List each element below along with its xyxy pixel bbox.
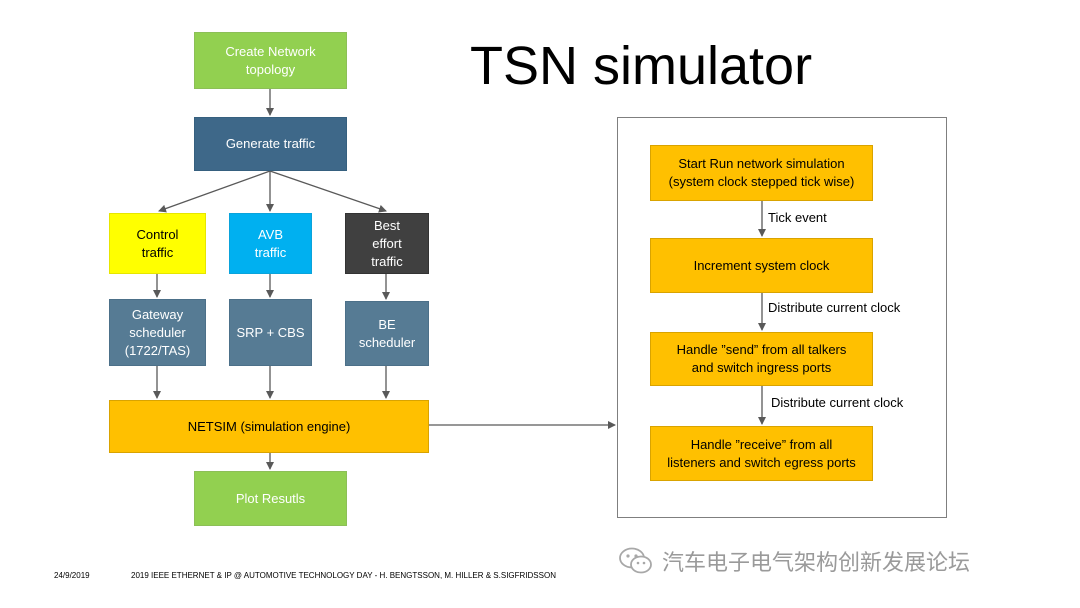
start-run-box: Start Run network simulation (system clo… [650,145,873,201]
distribute-clock-label-1: Distribute current clock [768,300,901,315]
arrow-generate-to-best-effort [269,170,387,213]
plot-results-box: Plot Resutls [194,471,347,526]
srp-cbs-box: SRP + CBS [229,299,312,366]
create-topology-box: Create Network topology [194,32,347,89]
wechat-icon [619,547,652,574]
simulation-loop-frame [617,117,947,518]
netsim-engine-box: NETSIM (simulation engine) [109,400,429,453]
watermark-text: 汽车电子电气架构创新发展论坛 [662,550,971,575]
footer-credit: 2019 IEEE ETHERNET & IP @ AUTOMOTIVE TEC… [131,571,556,580]
watermark: 汽车电子电气架构创新发展论坛 [618,545,970,577]
footer-date: 24/9/2019 [54,571,90,580]
generate-traffic-box: Generate traffic [194,117,347,171]
control-traffic-box: Control traffic [109,213,206,274]
handle-send-box: Handle ”send” from all talkers and switc… [650,332,873,386]
tick-event-label: Tick event [768,210,827,225]
page-title: TSN simulator [470,36,813,96]
handle-receive-box: Handle ”receive” from all listeners and … [650,426,873,481]
gateway-scheduler-box: Gateway scheduler (1722/TAS) [109,299,206,366]
avb-traffic-box: AVB traffic [229,213,312,274]
be-scheduler-box: BE scheduler [345,301,429,366]
distribute-clock-label-2: Distribute current clock [771,395,904,410]
best-effort-traffic-box: Best effort traffic [345,213,429,274]
increment-clock-box: Increment system clock [650,238,873,293]
arrow-generate-to-control [158,170,271,213]
